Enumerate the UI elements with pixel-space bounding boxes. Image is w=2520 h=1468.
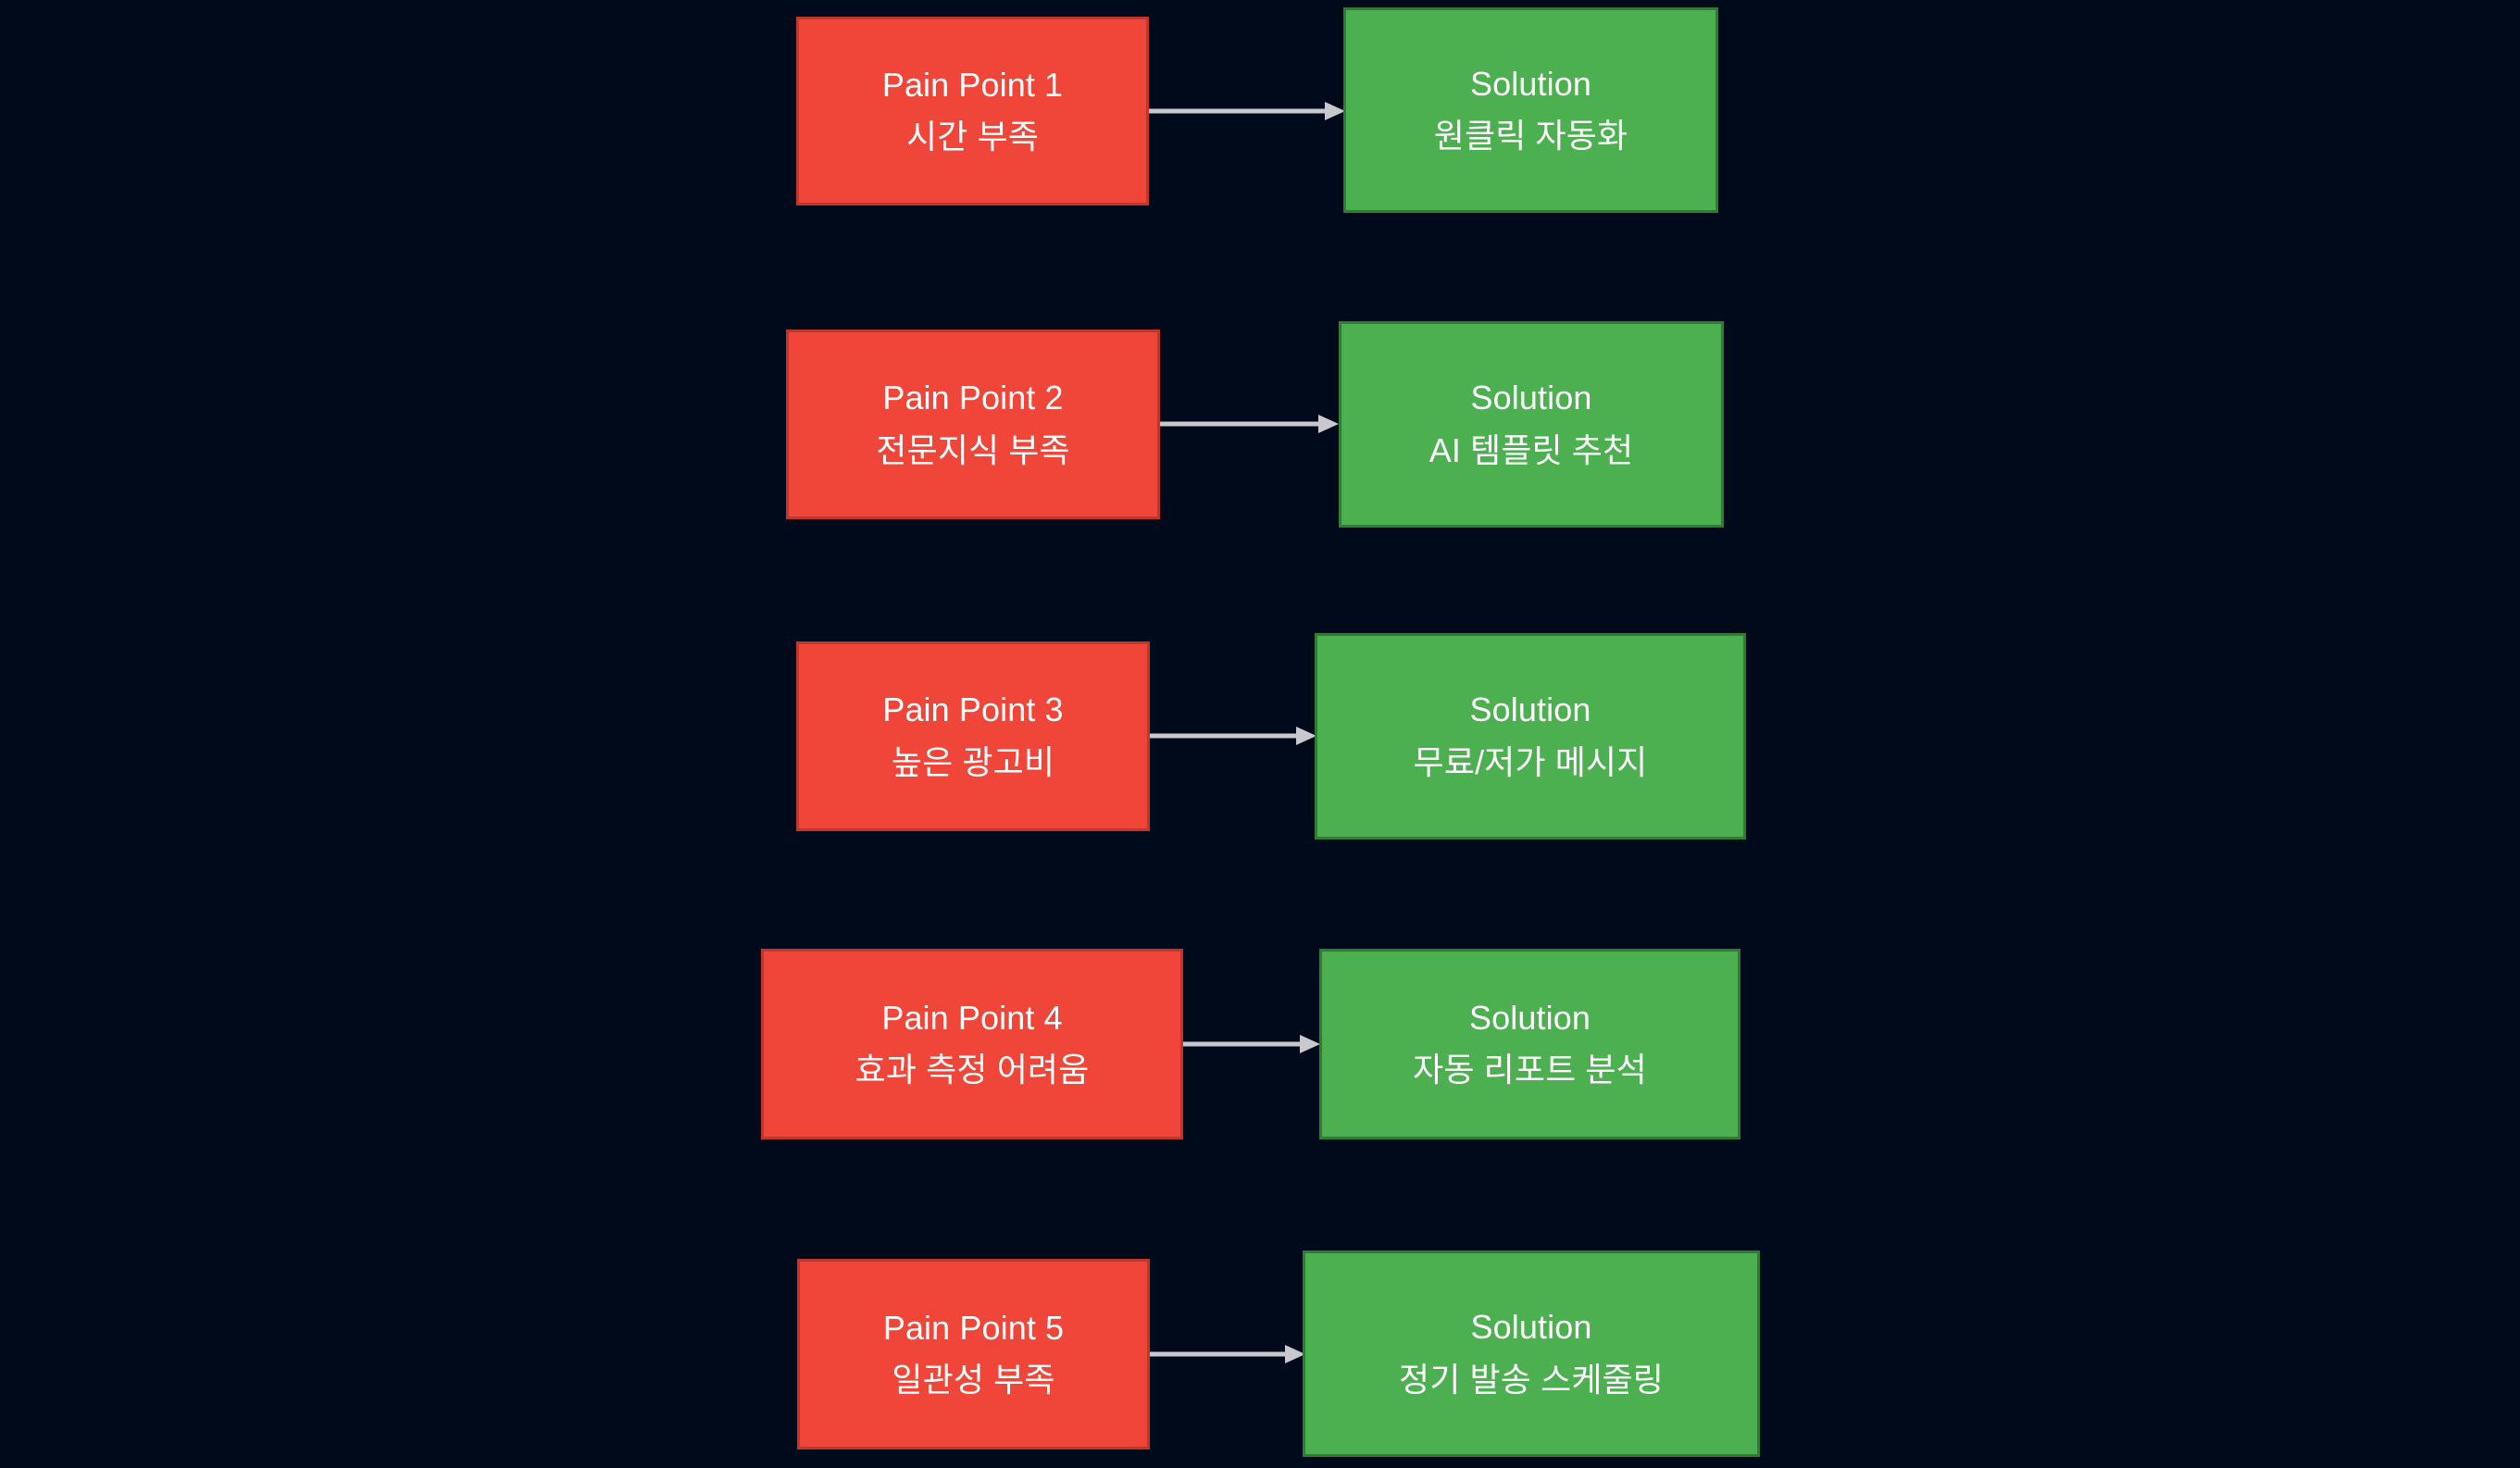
- solution-node-5-detail: 정기 발송 스케줄링: [1399, 1360, 1664, 1399]
- solution-node-5[interactable]: Solution 정기 발송 스케줄링: [1303, 1250, 1760, 1457]
- pain-point-node-3-detail: 높은 광고비: [891, 742, 1055, 781]
- pain-point-node-4-title: Pain Point 4: [881, 998, 1063, 1037]
- solution-node-4-detail: 자동 리포트 분석: [1413, 1051, 1647, 1089]
- solution-node-2-detail: AI 템플릿 추천: [1428, 430, 1634, 469]
- pain-point-node-5-detail: 일관성 부족: [892, 1361, 1055, 1399]
- pain-point-node-3[interactable]: Pain Point 3 높은 광고비: [796, 641, 1150, 831]
- flow-arrow-3: [1150, 726, 1316, 746]
- pain-point-node-3-title: Pain Point 3: [882, 690, 1064, 729]
- flow-arrow-1: [1149, 101, 1345, 121]
- solution-node-4-title: Solution: [1469, 998, 1591, 1037]
- flow-arrow-5: [1150, 1344, 1305, 1364]
- pain-point-node-5[interactable]: Pain Point 5 일관성 부족: [797, 1259, 1150, 1449]
- solution-node-2-title: Solution: [1470, 379, 1592, 417]
- solution-node-1-detail: 원클릭 자동화: [1433, 117, 1628, 155]
- pain-point-node-4-detail: 효과 측정 어려움: [855, 1051, 1090, 1089]
- solution-node-1[interactable]: Solution 원클릭 자동화: [1343, 7, 1718, 213]
- solution-node-3[interactable]: Solution 무료/저가 메시지: [1315, 633, 1746, 840]
- pain-point-node-1-title: Pain Point 1: [881, 65, 1064, 104]
- solution-node-3-title: Solution: [1469, 690, 1591, 729]
- pain-point-node-5-title: Pain Point 5: [882, 1308, 1065, 1347]
- pain-point-node-1[interactable]: Pain Point 1 시간 부족: [796, 17, 1149, 205]
- solution-node-4[interactable]: Solution 자동 리포트 분석: [1319, 949, 1740, 1139]
- solution-node-5-title: Solution: [1470, 1308, 1592, 1347]
- pain-point-node-4[interactable]: Pain Point 4 효과 측정 어려움: [761, 949, 1183, 1139]
- solution-node-3-detail: 무료/저가 메시지: [1413, 742, 1648, 781]
- flow-arrow-2: [1160, 414, 1339, 434]
- pain-point-node-2-title: Pain Point 2: [882, 379, 1064, 417]
- solution-node-2[interactable]: Solution AI 템플릿 추천: [1339, 321, 1724, 528]
- flow-arrow-4: [1183, 1034, 1320, 1054]
- solution-node-1-title: Solution: [1470, 64, 1591, 103]
- pain-point-node-1-detail: 시간 부족: [906, 118, 1039, 156]
- pain-point-node-2[interactable]: Pain Point 2 전문지식 부족: [786, 330, 1160, 519]
- pain-point-node-2-detail: 전문지식 부족: [876, 430, 1070, 469]
